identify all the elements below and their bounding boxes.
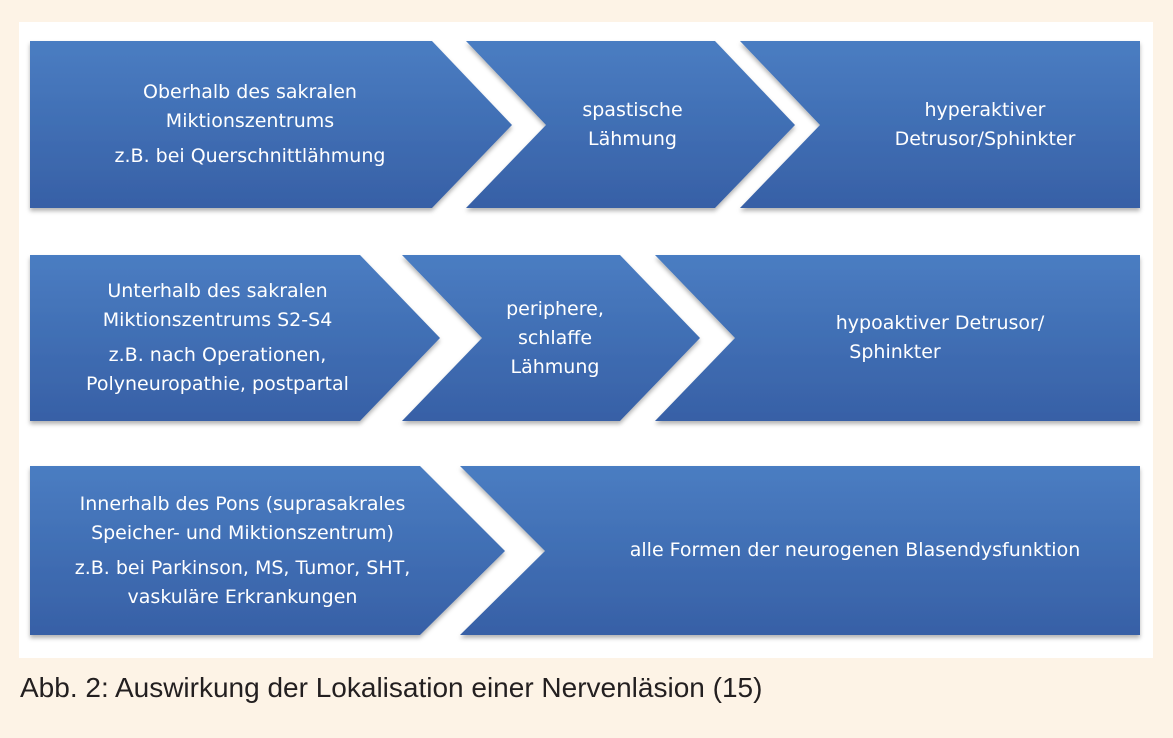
row2-result-text: hypoaktiver Detrusor/Sphinkter bbox=[740, 255, 1140, 421]
figure-caption: Abb. 2: Auswirkung der Lokalisation eine… bbox=[20, 672, 763, 703]
text-line: Speicher- und Miktionszentrum) bbox=[91, 521, 394, 544]
text-line: Oberhalb des sakralen bbox=[143, 81, 357, 103]
text-line: periphere, bbox=[506, 297, 604, 320]
row3-result-chevron bbox=[460, 466, 1140, 635]
example-line: z.B. bei Querschnittlähmung bbox=[114, 145, 386, 167]
row2-result-chevron bbox=[655, 255, 1140, 421]
row3-location-chevron bbox=[30, 466, 505, 635]
text-line: Lähmung bbox=[588, 127, 677, 150]
text-line: alle Formen der neurogenen Blasendysfunk… bbox=[629, 539, 1081, 561]
example-line: vaskuläre Erkrankungen bbox=[127, 585, 358, 608]
example-line: z.B. bei Parkinson, MS, Tumor, SHT, bbox=[74, 556, 411, 579]
example-line: Polyneuropathie, postpartal bbox=[86, 373, 349, 395]
text-line: hyperaktiver bbox=[924, 98, 1046, 121]
row3-result-text: alle Formen der neurogenen Blasendysfunk… bbox=[545, 466, 1165, 635]
text-line: Lähmung bbox=[510, 355, 600, 378]
row2-location-chevron bbox=[30, 255, 440, 421]
example-line: z.B. nach Operationen, bbox=[108, 344, 327, 366]
row2-paralysis-chevron bbox=[402, 255, 700, 421]
text-line: spastische bbox=[582, 98, 683, 121]
text-line: schlaffe bbox=[517, 326, 593, 349]
text-line: Innerhalb des Pons (suprasakrales bbox=[79, 492, 406, 515]
row1-paralysis-chevron bbox=[466, 41, 795, 208]
text-line: Miktionszentrums bbox=[165, 110, 335, 132]
row1-location-chevron bbox=[30, 41, 512, 208]
row1-result-chevron bbox=[740, 41, 1140, 208]
text-line: Sphinkter bbox=[849, 341, 941, 363]
text-line: hypoaktiver Detrusor/ bbox=[835, 312, 1045, 334]
text-line: Miktionszentrums S2-S4 bbox=[102, 309, 333, 331]
text-line: Unterhalb des sakralen bbox=[107, 280, 328, 302]
text-line: Detrusor/Sphinkter bbox=[894, 127, 1076, 150]
